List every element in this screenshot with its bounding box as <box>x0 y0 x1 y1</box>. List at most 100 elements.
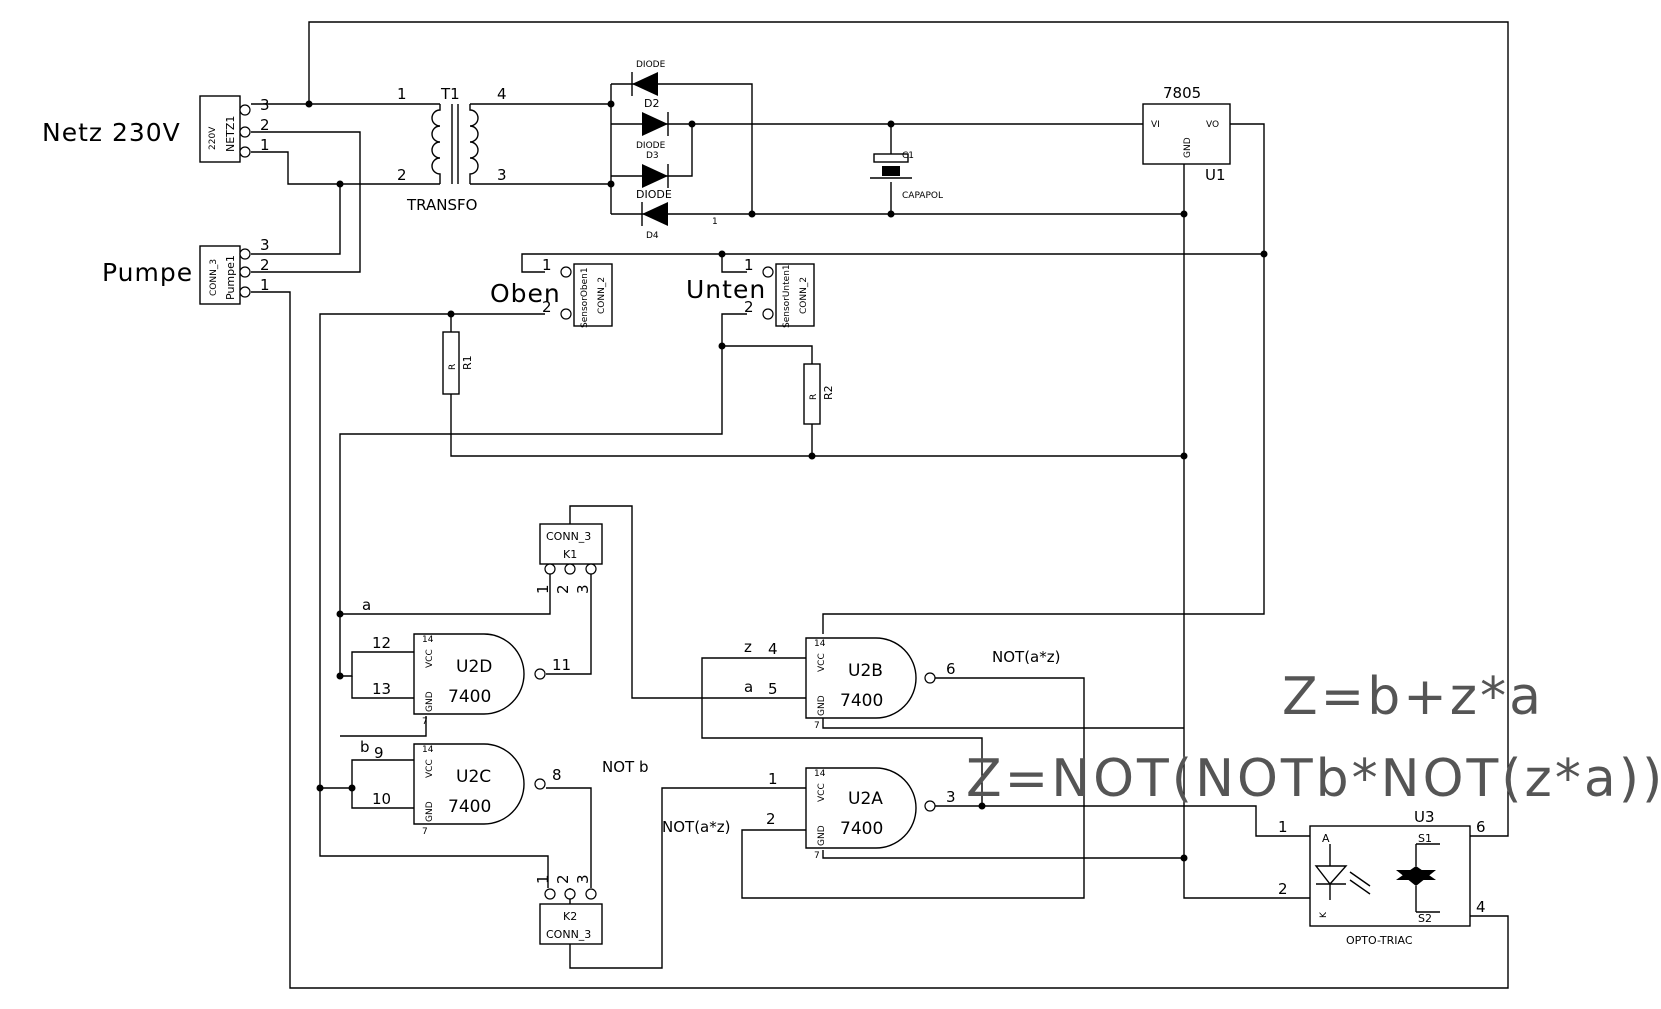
u2d-value: 7400 <box>448 687 491 707</box>
pin-label: 2 <box>554 584 572 594</box>
sensor-unten-ref: SensorUnten1 <box>782 264 792 328</box>
opto-label: OPTO-TRIAC <box>1346 934 1413 947</box>
formula-simplified: Z=b+z*a <box>1282 667 1544 727</box>
pin-label: 14 <box>422 635 434 645</box>
k1-type: CONN_3 <box>546 530 591 543</box>
wires <box>251 21 1509 989</box>
netz-ref: NETZ1 <box>224 116 237 152</box>
netz-label: Netz 230V <box>42 118 181 147</box>
u2b-value: 7400 <box>840 691 883 711</box>
diode-label: DIODE <box>636 188 672 201</box>
pin-label: 1 <box>534 584 552 594</box>
pin-label: 2 <box>397 166 407 184</box>
u2c-value: 7400 <box>448 797 491 817</box>
netz-connector: 220V NETZ1 3 2 1 Netz 230V <box>42 95 270 163</box>
d4-ref: D4 <box>646 231 659 241</box>
net-labels: a b z a NOT(a*z) NOT(a*z) NOT b <box>360 596 1060 836</box>
regulator-ref: U1 <box>1205 166 1226 184</box>
jumper-k2: K2 CONN_3 1 2 3 <box>534 874 603 945</box>
net-b-label: b <box>360 738 370 756</box>
formula-nand: Z=NOT(NOTb*NOT(z*a)) <box>966 749 1661 809</box>
opto-triac-u3: A K S1 S2 U3 OPTO-TRIAC 1 2 6 4 <box>1278 808 1486 947</box>
opto-ref: U3 <box>1414 808 1435 826</box>
pin-label: 1 <box>768 770 778 788</box>
pin-label: 8 <box>552 766 562 784</box>
pin-label: 1 <box>542 256 552 274</box>
jumper-k1: CONN_3 K1 1 2 3 <box>534 523 603 594</box>
resistor-value: R <box>448 364 458 370</box>
vcc-label: VCC <box>425 649 435 668</box>
bridge-rectifier: DIODE D2 DIODE D3 DIODE D4 1 <box>631 60 718 241</box>
pin-label: 10 <box>372 790 391 808</box>
pin-label: 1 <box>712 217 718 227</box>
cap-ref: C1 <box>902 151 914 161</box>
pin-label: 14 <box>422 745 434 755</box>
pin-label: 3 <box>260 96 270 114</box>
u2a-ref: U2A <box>848 789 883 809</box>
nand-gate-u2a: VCC GND U2A 7400 14 7 1 2 3 <box>766 767 956 861</box>
opto-anode: A <box>1322 832 1330 845</box>
d2-ref: D2 <box>644 97 659 110</box>
net-a-label: a <box>362 596 371 614</box>
transformer-ref: T1 <box>440 85 460 103</box>
net-z-label: z <box>744 638 752 656</box>
nand-gate-u2d: VCC GND U2D 7400 14 7 12 13 11 <box>372 633 571 727</box>
pin-label: 14 <box>814 639 826 649</box>
resistor-r2: R R2 <box>803 363 835 425</box>
r2-ref: R2 <box>822 385 835 400</box>
pin-label: 9 <box>374 744 384 762</box>
pin-label: 2 <box>542 298 552 316</box>
gnd-label: GND <box>425 691 435 712</box>
pin-label: 7 <box>422 717 428 727</box>
opto-s2: S2 <box>1418 912 1432 925</box>
pin-label: 4 <box>768 640 778 658</box>
gnd-label: GND <box>425 801 435 822</box>
pin-label: 3 <box>574 874 592 884</box>
pin-label: 11 <box>552 656 571 674</box>
regulator-gnd: GND <box>1183 137 1193 158</box>
opto-cathode: K <box>1319 911 1329 918</box>
pin-label: 4 <box>497 85 507 103</box>
transformer-label: TRANSFO <box>406 196 477 214</box>
sensor-oben-type: CONN_2 <box>597 277 607 314</box>
sensor-unten-type: CONN_2 <box>799 277 809 314</box>
not-b-label: NOT b <box>602 758 648 776</box>
pin-label: 1 <box>397 85 407 103</box>
sensor-oben-ref: SensorOben1 <box>580 267 590 328</box>
pin-label: 4 <box>1476 898 1486 916</box>
sensor-oben: SensorOben1 CONN_2 1 2 Oben <box>490 256 613 328</box>
logic-formulas: Z=b+z*a Z=NOT(NOTb*NOT(z*a)) <box>966 667 1661 809</box>
cap-value: CAPAPOL <box>902 191 943 201</box>
d3-ref: D3 <box>646 151 659 161</box>
net-a-label-u2b: a <box>744 678 753 696</box>
vcc-label: VCC <box>817 653 827 672</box>
pin-label: 1 <box>534 874 552 884</box>
k2-type: CONN_3 <box>546 928 591 941</box>
pin-label: 6 <box>1476 818 1486 836</box>
u2c-ref: U2C <box>456 767 491 787</box>
pin-label: 13 <box>372 680 391 698</box>
pin-label: 5 <box>768 680 778 698</box>
pin-label: 1 <box>260 276 270 294</box>
pin-label: 7 <box>814 721 820 731</box>
regulator-7805: 7805 U1 VI VO GND <box>1142 84 1231 184</box>
not-az-label: NOT(a*z) <box>992 648 1060 666</box>
regulator-vi: VI <box>1151 120 1160 130</box>
u2a-value: 7400 <box>840 819 883 839</box>
nand-gate-u2c: VCC GND U2C 7400 14 7 9 10 8 <box>372 743 562 837</box>
pin-label: 2 <box>1278 880 1288 898</box>
r1-ref: R1 <box>461 355 474 370</box>
regulator-value: 7805 <box>1163 84 1201 102</box>
resistor-value: R <box>809 394 819 400</box>
diode-label: DIODE <box>636 141 666 151</box>
pin-label: 7 <box>422 827 428 837</box>
opto-s1: S1 <box>1418 832 1432 845</box>
capacitor: C1 CAPAPOL <box>870 151 943 201</box>
pin-label: 3 <box>574 584 592 594</box>
pumpe-label: Pumpe <box>102 258 193 287</box>
pin-label: 3 <box>260 236 270 254</box>
pin-label: 3 <box>946 788 956 806</box>
pin-label: 1 <box>1278 818 1288 836</box>
pin-label: 2 <box>554 874 572 884</box>
